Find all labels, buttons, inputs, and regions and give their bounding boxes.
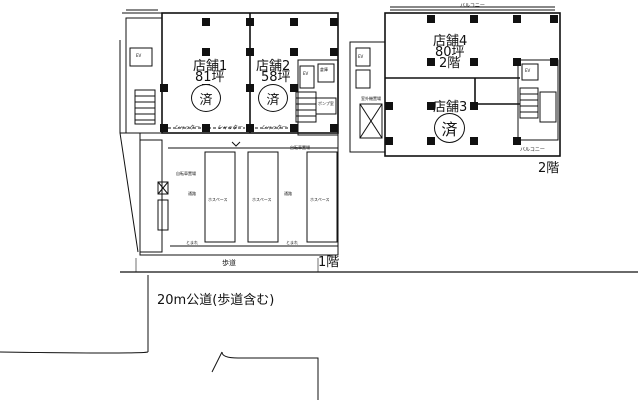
- store2-status-badge: 済: [258, 84, 288, 112]
- balcony-label-bottom: バルコニー: [520, 147, 545, 153]
- floor1-ev-label-left: EV: [136, 53, 142, 58]
- floor2-outline: [349, 6, 561, 157]
- parking-space-label-2: ホスペース: [252, 197, 272, 202]
- stop-line-label-1: とまれ: [186, 240, 198, 245]
- parking-space-label-1: ホスペース: [208, 197, 228, 202]
- bicycle-parking-label: 自転車置場: [176, 171, 196, 176]
- parking-space-label-3: ホスペース: [310, 197, 330, 202]
- store1-name: 店舗1: [193, 59, 228, 74]
- sidewalk-label: 歩道: [222, 259, 236, 267]
- road-label: 20m公道(歩道含む): [157, 293, 275, 308]
- store1-status: 済: [199, 92, 213, 108]
- balcony-label-top: バルコニー: [460, 3, 485, 9]
- store4-floor: 2階: [439, 56, 461, 71]
- floor2-ev-label-left: EV: [358, 54, 364, 59]
- store2-name: 店舗2: [256, 59, 291, 74]
- outdoor-unit-label: 室外機置場: [361, 96, 381, 101]
- store3-status-badge: 済: [434, 113, 465, 143]
- store2-area: 58坪: [261, 70, 291, 85]
- stop-line-label-2: とまれ: [286, 240, 298, 245]
- floor2-columns: [385, 15, 558, 145]
- floor1-columns: [160, 18, 338, 132]
- shutter-label-1: シャッター: [175, 125, 201, 131]
- floor1-label: 1階: [318, 255, 340, 270]
- store3-name: 店舗3: [433, 100, 468, 115]
- floor2-label: 2階: [538, 161, 560, 176]
- store1-area: 81坪: [195, 70, 225, 85]
- floor2-ev-label-right: EV: [525, 68, 531, 73]
- store3-status: 済: [441, 120, 458, 139]
- parking-lot: [119, 40, 339, 256]
- store1-status-badge: 済: [191, 84, 221, 112]
- pump-room-label: ポンプ室: [318, 101, 334, 106]
- store4-area: 80坪: [435, 45, 465, 60]
- passage-label-2: 通路: [284, 191, 292, 196]
- passage-label-1: 通路: [188, 191, 196, 196]
- floor1-ev-label: EV: [303, 71, 309, 76]
- storage-label: 倉庫: [320, 67, 328, 72]
- shutter-label-2: シャッター: [218, 125, 244, 131]
- bicycle-parking-label-2: 自転車置場: [290, 145, 310, 150]
- floor1-outline: [122, 9, 339, 136]
- store2-status: 済: [266, 92, 280, 108]
- street-lines: [0, 258, 638, 400]
- shutter-label-3: シャッター: [262, 125, 288, 131]
- store4-name: 店舗4: [433, 34, 468, 49]
